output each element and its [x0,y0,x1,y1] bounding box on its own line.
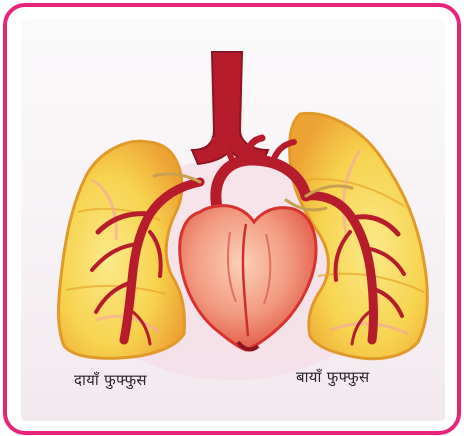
left-lung-label: बायाँ फुफ्फुस [296,367,369,387]
trachea [192,52,268,164]
right-lung-label: दायाँ फुफ्फुस [74,370,147,390]
